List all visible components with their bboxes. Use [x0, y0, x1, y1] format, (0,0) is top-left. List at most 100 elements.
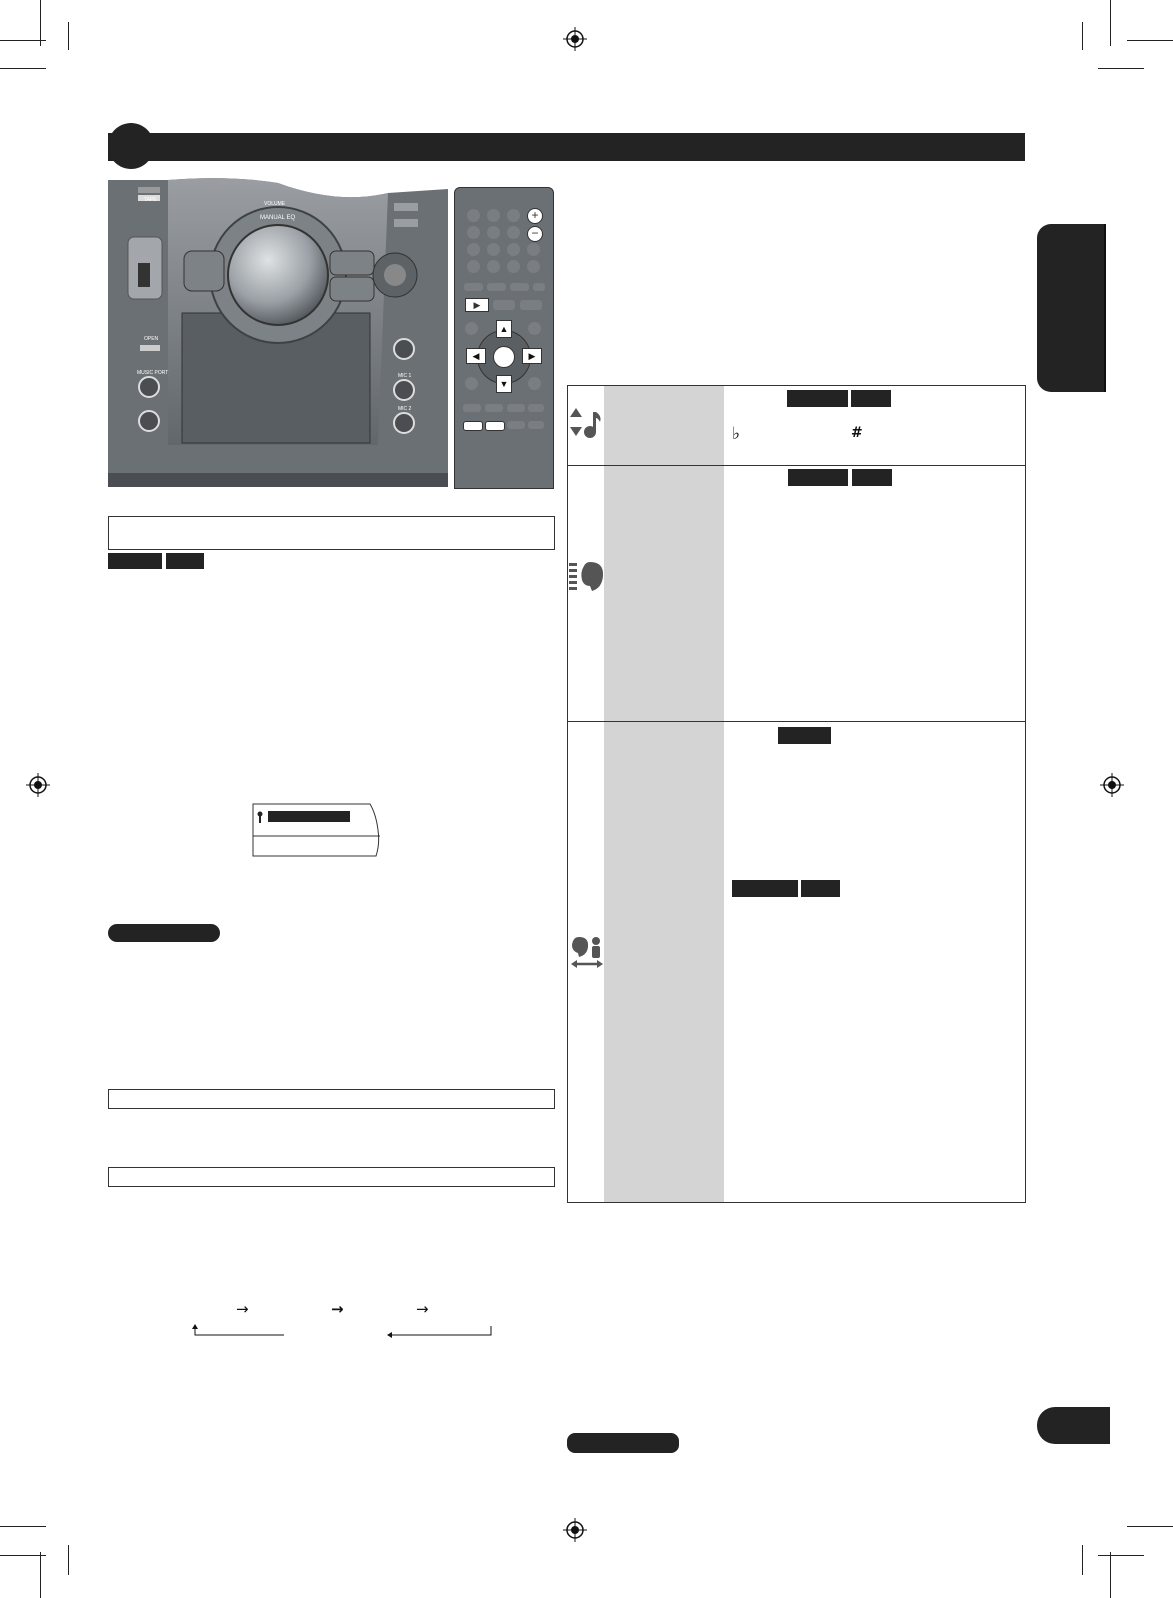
manual-eq-label: MANUAL EQ [260, 215, 296, 221]
remote-key [528, 421, 544, 429]
remote-button [467, 209, 480, 222]
remote-up-icon: ▲ [496, 320, 512, 338]
crop-mark [1127, 40, 1173, 41]
crop-mark [68, 1545, 69, 1575]
crop-mark [1127, 1526, 1173, 1527]
remote-key [507, 404, 525, 412]
crop-mark [1110, 0, 1111, 46]
vocal-level-icon [569, 562, 604, 591]
crop-mark [68, 22, 69, 50]
remote-button [487, 243, 500, 256]
table-row-divider [568, 465, 1025, 466]
flat-symbol: ♭ [732, 424, 741, 444]
remote-button [527, 260, 540, 273]
function-table [567, 385, 1026, 1203]
remote-key [463, 404, 481, 412]
remote-key [493, 300, 515, 310]
mode-tag [852, 469, 892, 486]
mode-tag [851, 390, 891, 407]
table-row-divider [568, 721, 1025, 722]
volume-label: VOLUME [264, 201, 286, 207]
mic2-label: MIC 2 [398, 406, 412, 412]
remote-white-key [463, 421, 483, 431]
info-box [108, 1089, 555, 1109]
crop-mark [1110, 1552, 1111, 1598]
registration-mark-icon [563, 1518, 587, 1542]
remote-button [487, 260, 500, 273]
remote-button [465, 322, 478, 335]
crop-mark [1098, 68, 1144, 69]
mode-tag [801, 880, 840, 897]
mode-tag [732, 880, 798, 897]
arrow-right-icon: → [416, 1300, 429, 1318]
language-side-tab [1037, 224, 1106, 392]
remote-volume-minus-icon: − [527, 226, 543, 242]
mode-tag [108, 553, 162, 569]
mic1-label: MIC 1 [398, 373, 412, 379]
note-pill [108, 924, 220, 942]
crop-mark [40, 1552, 41, 1598]
remote-key [533, 283, 545, 291]
remote-button [507, 226, 520, 239]
arrow-right-icon: → [236, 1300, 249, 1318]
remote-button [487, 209, 500, 222]
sharp-symbol: # [851, 425, 863, 441]
remote-key [464, 283, 483, 291]
registration-mark-icon [26, 773, 50, 797]
remote-button [467, 260, 480, 273]
remote-volume-plus-icon: + [527, 208, 543, 224]
remote-button [487, 226, 500, 239]
mode-tag [788, 469, 848, 486]
crop-mark [0, 40, 46, 41]
remote-key [487, 283, 506, 291]
remote-key [528, 404, 544, 412]
section-header-bar [108, 133, 1025, 161]
crop-mark [0, 68, 46, 69]
mode-tag [787, 390, 848, 407]
crop-mark [0, 1526, 46, 1527]
subheading-box [108, 516, 555, 550]
footer-pill [567, 1433, 679, 1453]
remote-right-icon: ▶ [522, 348, 542, 364]
registration-mark-icon [1100, 773, 1124, 797]
crop-mark [1082, 1545, 1083, 1575]
remote-button [527, 243, 540, 256]
remote-button [507, 209, 520, 222]
remote-key [510, 283, 529, 291]
page-number-tab [1037, 1407, 1110, 1444]
open-label: OPEN [144, 336, 159, 342]
remote-left-icon: ◀ [466, 348, 486, 364]
return-arrow-icon [192, 1324, 284, 1336]
remote-button [467, 226, 480, 239]
remote-play-icon: ▶ [465, 298, 489, 312]
remote-key [520, 300, 542, 310]
info-box [108, 1167, 555, 1187]
remote-button [465, 377, 478, 390]
remote-key [507, 421, 525, 429]
crop-mark [1082, 22, 1083, 50]
remote-button [467, 243, 480, 256]
mode-tag [166, 553, 204, 569]
remote-button [507, 260, 520, 273]
remote-dpad-center [493, 346, 515, 368]
remote-white-key [485, 421, 505, 431]
remote-button [528, 322, 541, 335]
remote-key [485, 404, 503, 412]
table-shaded-column [604, 386, 724, 1202]
remote-button [507, 243, 520, 256]
music-port-label: MUSIC PORT [137, 370, 169, 376]
tape-label: TAPE [144, 197, 157, 203]
remote-down-icon: ▼ [496, 375, 512, 393]
registration-mark-icon [563, 27, 587, 51]
voice-swap-icon [571, 937, 603, 968]
mode-tag [778, 727, 831, 744]
key-control-icon [570, 408, 601, 438]
arrow-right-icon: → [331, 1300, 344, 1318]
crop-mark [40, 0, 41, 46]
remote-button [528, 377, 541, 390]
return-arrow-icon [387, 1326, 492, 1338]
main-unit-illustration [108, 178, 448, 487]
crop-mark [0, 1555, 46, 1556]
section-number-circle [108, 123, 154, 169]
crop-mark [1098, 1555, 1144, 1556]
